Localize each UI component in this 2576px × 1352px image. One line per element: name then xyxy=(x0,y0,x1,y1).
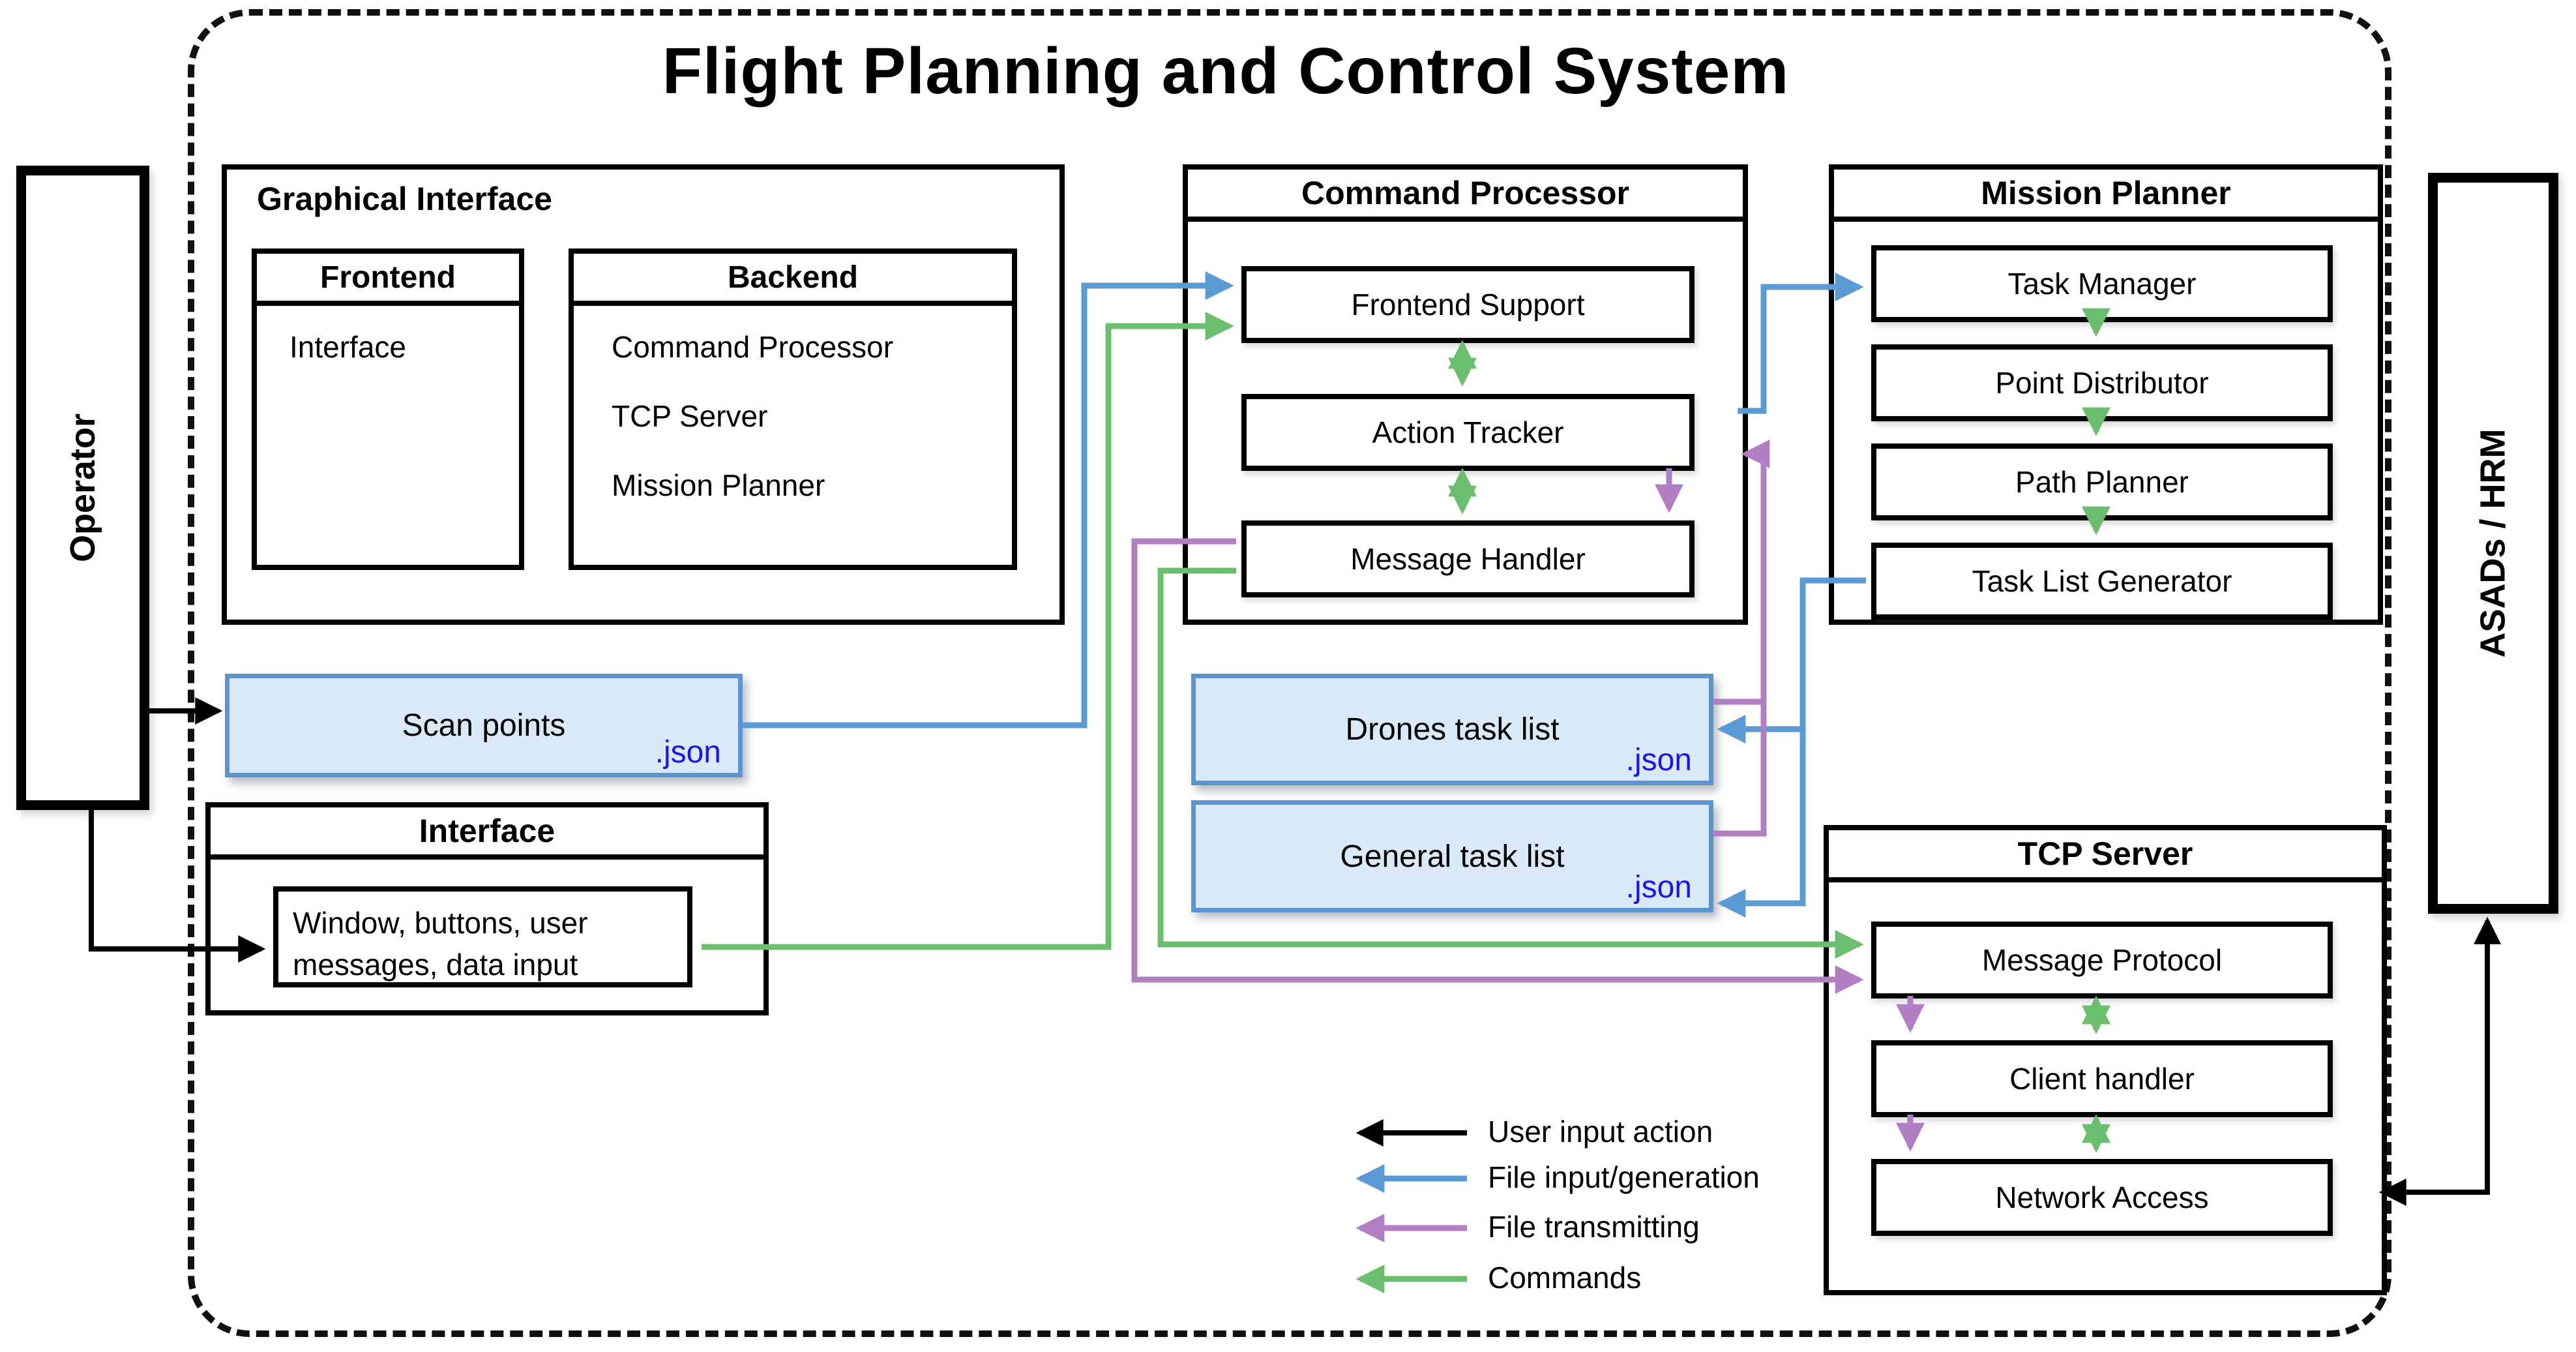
interface-content-box: Window, buttons, user messages, data inp… xyxy=(273,886,692,987)
system-boundary xyxy=(188,9,2391,1337)
module-frontend-support: Frontend Support xyxy=(1241,266,1695,343)
command-processor-title: Command Processor xyxy=(1188,170,1743,222)
file-general-task-list: General task list .json xyxy=(1191,800,1713,912)
interface-title: Interface xyxy=(211,807,763,860)
backend-item-tcp-server: TCP Server xyxy=(612,399,768,433)
module-path-planner: Path Planner xyxy=(1871,443,2333,520)
arrow-network-access-asads-bidirectional xyxy=(2378,916,2501,1206)
asads-hrm-label: ASADs / HRM xyxy=(2474,428,2513,658)
module-network-access: Network Access xyxy=(1871,1159,2333,1236)
interface-section: Interface Window, buttons, user messages… xyxy=(205,802,769,1015)
module-message-protocol: Message Protocol xyxy=(1871,922,2333,999)
frontend-title: Frontend xyxy=(257,254,519,306)
operator-box: Operator xyxy=(16,166,149,810)
module-task-manager: Task Manager xyxy=(1871,245,2333,322)
module-point-distributor: Point Distributor xyxy=(1871,344,2333,421)
module-message-handler: Message Handler xyxy=(1241,520,1695,597)
mission-planner-title: Mission Planner xyxy=(1834,170,2378,222)
module-task-list-generator: Task List Generator xyxy=(1871,543,2333,620)
asads-hrm-box: ASADs / HRM xyxy=(2428,173,2558,914)
module-client-handler: Client handler xyxy=(1871,1040,2333,1117)
legend-file-input-label: File input/generation xyxy=(1488,1160,1760,1194)
backend-title: Backend xyxy=(574,254,1012,306)
graphical-interface-section: Graphical Interface Frontend Interface B… xyxy=(222,164,1065,625)
backend-item-command-processor: Command Processor xyxy=(612,330,894,364)
module-action-tracker: Action Tracker xyxy=(1241,394,1695,471)
tcp-server-section: TCP Server Message Protocol Client handl… xyxy=(1824,825,2387,1295)
json-extension: .json xyxy=(655,735,721,770)
backend-box: Backend Command Processor TCP Server Mis… xyxy=(569,248,1017,570)
frontend-item-interface: Interface xyxy=(289,330,406,364)
tcp-server-title: TCP Server xyxy=(1829,830,2382,882)
json-extension: .json xyxy=(1625,743,1692,777)
command-processor-section: Command Processor Frontend Support Actio… xyxy=(1183,164,1748,625)
backend-item-mission-planner: Mission Planner xyxy=(612,468,825,502)
interface-content-line2: messages, data input xyxy=(293,948,578,982)
file-scan-points: Scan points .json xyxy=(225,674,743,777)
graphical-interface-title: Graphical Interface xyxy=(257,181,552,217)
legend-commands-label: Commands xyxy=(1488,1261,1642,1295)
operator-label: Operator xyxy=(63,413,102,563)
file-drones-task-list: Drones task list .json xyxy=(1191,674,1713,785)
interface-content-line1: Window, buttons, user xyxy=(293,906,588,940)
json-extension: .json xyxy=(1625,870,1692,905)
mission-planner-section: Mission Planner Task Manager Point Distr… xyxy=(1829,164,2383,625)
legend-file-transmit-label: File transmitting xyxy=(1488,1210,1700,1244)
diagram-title: Flight Planning and Control System xyxy=(662,35,1790,108)
frontend-box: Frontend Interface xyxy=(252,248,524,570)
legend-user-input-label: User input action xyxy=(1488,1115,1713,1149)
